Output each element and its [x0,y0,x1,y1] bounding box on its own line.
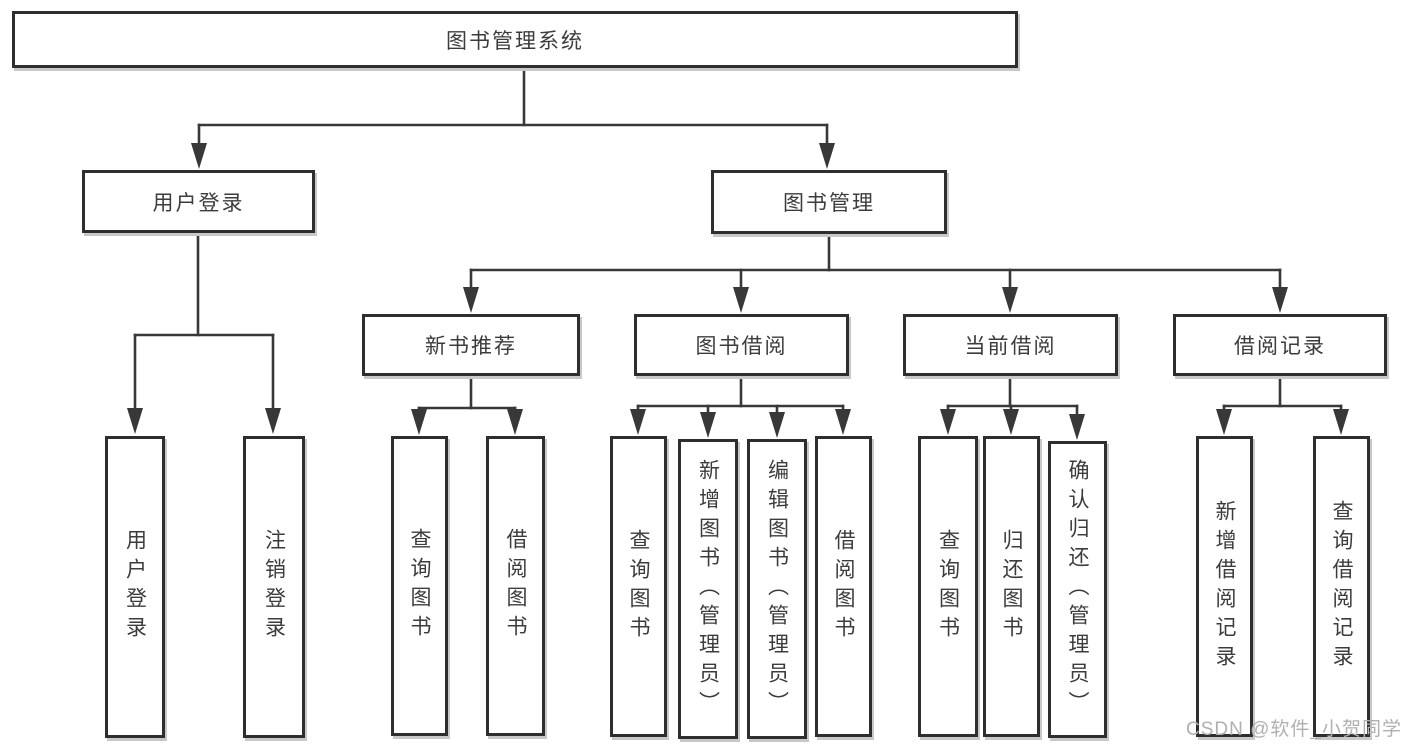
node-book-borrowing: 图书借阅 [634,314,849,376]
leaf-records-add-record: 新增借阅记录 [1196,436,1253,737]
node-system-root: 图书管理系统 [12,11,1018,68]
leaf-records-query-record: 查询借阅记录 [1313,436,1370,737]
leaf-current-query-books-label: 查询图书 [936,528,960,645]
leaf-borrow-add-books-admin-label: 新增图书（管理员） [696,458,720,720]
leaf-current-return-books: 归还图书 [983,436,1040,737]
leaf-current-confirm-return-admin: 确认归还（管理员） [1048,441,1107,738]
leaf-logout-label: 注销登录 [262,529,286,645]
leaf-newbook-borrow-books: 借阅图书 [486,436,545,736]
leaf-borrow-query-books-label: 查询图书 [627,528,651,645]
node-current-borrowing: 当前借阅 [903,314,1118,376]
leaf-records-query-record-label: 查询借阅记录 [1330,499,1354,674]
node-new-book-recommendation-label: 新书推荐 [425,335,517,358]
leaf-borrow-borrow-books-label: 借阅图书 [832,528,856,645]
leaf-current-confirm-return-admin-label: 确认归还（管理员） [1066,459,1090,720]
leaf-borrow-query-books: 查询图书 [610,436,667,737]
leaf-newbook-query-books: 查询图书 [391,436,448,736]
leaf-newbook-borrow-books-label: 借阅图书 [504,528,528,644]
node-borrowing-records-label: 借阅记录 [1234,335,1326,358]
leaf-records-add-record-label: 新增借阅记录 [1213,499,1237,674]
node-book-management-label: 图书管理 [783,192,875,215]
leaf-newbook-query-books-label: 查询图书 [408,528,432,644]
leaf-logout: 注销登录 [243,436,305,738]
node-book-borrowing-label: 图书借阅 [695,335,788,358]
leaf-current-query-books: 查询图书 [918,436,978,737]
node-borrowing-records: 借阅记录 [1173,314,1387,376]
leaf-borrow-add-books-admin: 新增图书（管理员） [678,439,738,739]
csdn-watermark: CSDN @软件_小贺同学 [1186,719,1402,740]
node-user-login: 用户登录 [82,170,315,233]
node-new-book-recommendation: 新书推荐 [362,314,580,376]
leaf-user-login-label: 用户登录 [123,529,147,645]
leaf-borrow-edit-books-admin-label: 编辑图书（管理员） [765,458,789,720]
node-current-borrowing-label: 当前借阅 [964,335,1057,358]
leaf-user-login: 用户登录 [105,436,165,738]
leaf-current-return-books-label: 归还图书 [1000,528,1024,645]
node-book-management: 图书管理 [711,170,947,234]
node-system-root-label: 图书管理系统 [446,29,584,53]
leaf-borrow-borrow-books: 借阅图书 [815,436,872,737]
leaf-borrow-edit-books-admin: 编辑图书（管理员） [747,439,807,739]
node-user-login-label: 用户登录 [152,191,245,215]
